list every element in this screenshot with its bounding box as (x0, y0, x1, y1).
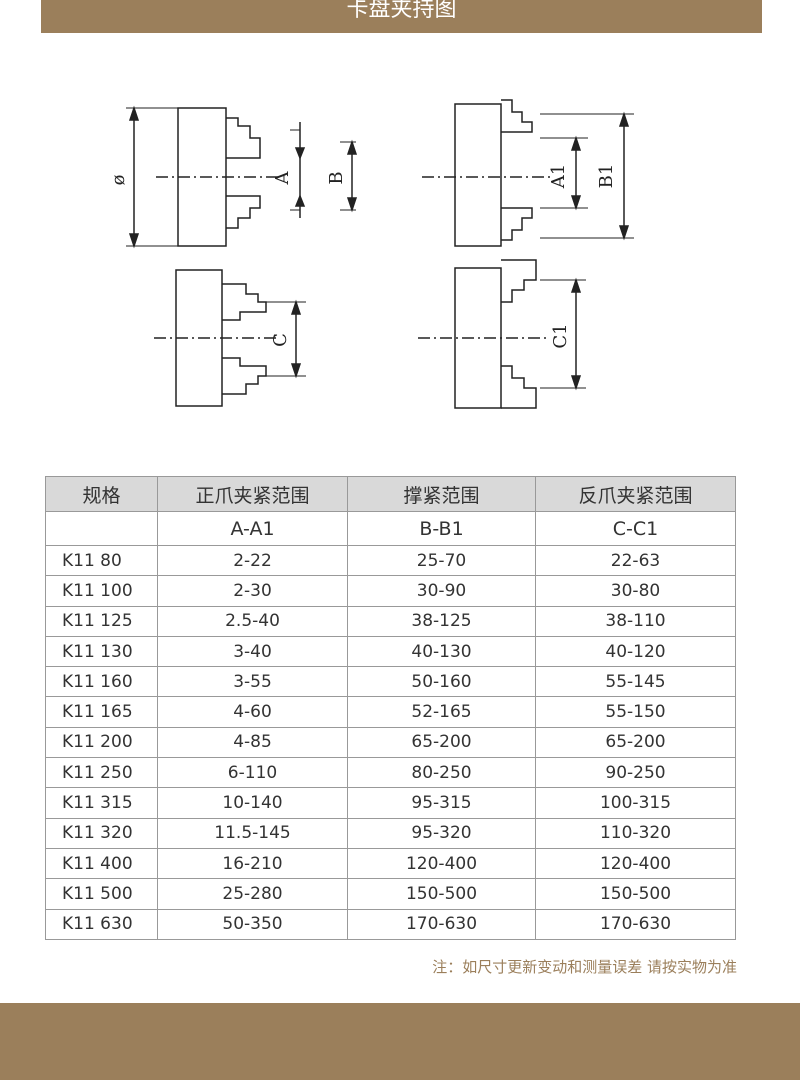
cell-b-b1: 40-130 (347, 636, 536, 668)
cell-b-b1: 95-320 (347, 818, 536, 849)
header-expansion: 撑紧范围 (347, 476, 536, 512)
cell-c-c1: 170-630 (535, 909, 736, 940)
outer-clamp-figure (126, 105, 358, 249)
cell-b-b1: 80-250 (347, 757, 536, 789)
subheader-spec (45, 511, 158, 546)
cell-a-a1: 2-30 (157, 575, 348, 607)
cell-b-b1: 38-125 (347, 606, 536, 637)
cell-c-c1: 110-320 (535, 818, 736, 849)
cell-a-a1: 2.5-40 (157, 606, 348, 637)
subheader-a-a1: A-A1 (157, 511, 348, 546)
header-bar: 卡盘夹持图 (41, 0, 762, 33)
cell-b-b1: 170-630 (347, 909, 536, 940)
cell-a-a1: 3-40 (157, 636, 348, 668)
cell-b-b1: 30-90 (347, 575, 536, 607)
footer-bar (0, 1003, 800, 1080)
cell-a-a1: 11.5-145 (157, 818, 348, 849)
cell-a-a1: 10-140 (157, 787, 348, 819)
cell-a-a1: 4-85 (157, 727, 348, 759)
label-c1: C1 (550, 323, 571, 348)
cell-c-c1: 90-250 (535, 757, 736, 789)
cell-c-c1: 40-120 (535, 636, 736, 668)
cell-c-c1: 55-150 (535, 696, 736, 728)
label-a1: A1 (548, 164, 569, 189)
spec-table: 规格 正爪夹紧范围 撑紧范围 反爪夹紧范围 A-A1 B-B1 C-C1 K11… (45, 476, 736, 940)
cell-a-a1: 16-210 (157, 848, 348, 880)
diameter-label: ø (108, 174, 129, 185)
cell-c-c1: 65-200 (535, 727, 736, 759)
cell-a-a1: 2-22 (157, 545, 348, 577)
cell-spec: K11 100 (45, 575, 158, 607)
cell-b-b1: 25-70 (347, 545, 536, 577)
table-header-row: 规格 正爪夹紧范围 撑紧范围 反爪夹紧范围 (45, 476, 736, 512)
cell-c-c1: 38-110 (535, 606, 736, 637)
disclaimer-note: 注：如尺寸更新变动和测量误差 请按实物为准 (432, 958, 737, 976)
cell-c-c1: 30-80 (535, 575, 736, 607)
cell-spec: K11 320 (45, 818, 158, 849)
cell-b-b1: 120-400 (347, 848, 536, 880)
cell-a-a1: 6-110 (157, 757, 348, 789)
cell-c-c1: 120-400 (535, 848, 736, 880)
chuck-clamping-diagram: ø A B A1 B1 C C1 (108, 99, 634, 409)
cell-b-b1: 65-200 (347, 727, 536, 759)
cell-c-c1: 150-500 (535, 878, 736, 910)
cell-a-a1: 25-280 (157, 878, 348, 910)
header-outer-clamp: 正爪夹紧范围 (157, 476, 348, 512)
reverse-jaw-c1-figure (418, 259, 586, 409)
cell-spec: K11 315 (45, 787, 158, 819)
label-b1: B1 (596, 164, 617, 189)
cell-spec: K11 200 (45, 727, 158, 759)
cell-b-b1: 52-165 (347, 696, 536, 728)
cell-b-b1: 95-315 (347, 787, 536, 819)
page-title: 卡盘夹持图 (346, 0, 457, 22)
cell-b-b1: 50-160 (347, 666, 536, 698)
cell-spec: K11 400 (45, 848, 158, 880)
cell-a-a1: 3-55 (157, 666, 348, 698)
cell-a-a1: 50-350 (157, 909, 348, 940)
cell-spec: K11 80 (45, 545, 158, 577)
cell-c-c1: 22-63 (535, 545, 736, 577)
cell-c-c1: 100-315 (535, 787, 736, 819)
reverse-jaw-figure (154, 269, 306, 407)
subheader-b-b1: B-B1 (347, 511, 536, 546)
cell-spec: K11 125 (45, 606, 158, 637)
cell-spec: K11 160 (45, 666, 158, 698)
expansion-figure (422, 99, 634, 247)
header-spec: 规格 (45, 476, 158, 512)
subheader-c-c1: C-C1 (535, 511, 736, 546)
label-b: B (326, 171, 347, 184)
cell-spec: K11 165 (45, 696, 158, 728)
cell-b-b1: 150-500 (347, 878, 536, 910)
cell-spec: K11 500 (45, 878, 158, 910)
label-a: A (272, 171, 293, 186)
cell-spec: K11 250 (45, 757, 158, 789)
table-subheader-row: A-A1 B-B1 C-C1 (45, 511, 736, 546)
cell-c-c1: 55-145 (535, 666, 736, 698)
header-reverse-clamp: 反爪夹紧范围 (535, 476, 736, 512)
label-c: C (270, 333, 291, 347)
cell-spec: K11 630 (45, 909, 158, 940)
cell-spec: K11 130 (45, 636, 158, 668)
cell-a-a1: 4-60 (157, 696, 348, 728)
